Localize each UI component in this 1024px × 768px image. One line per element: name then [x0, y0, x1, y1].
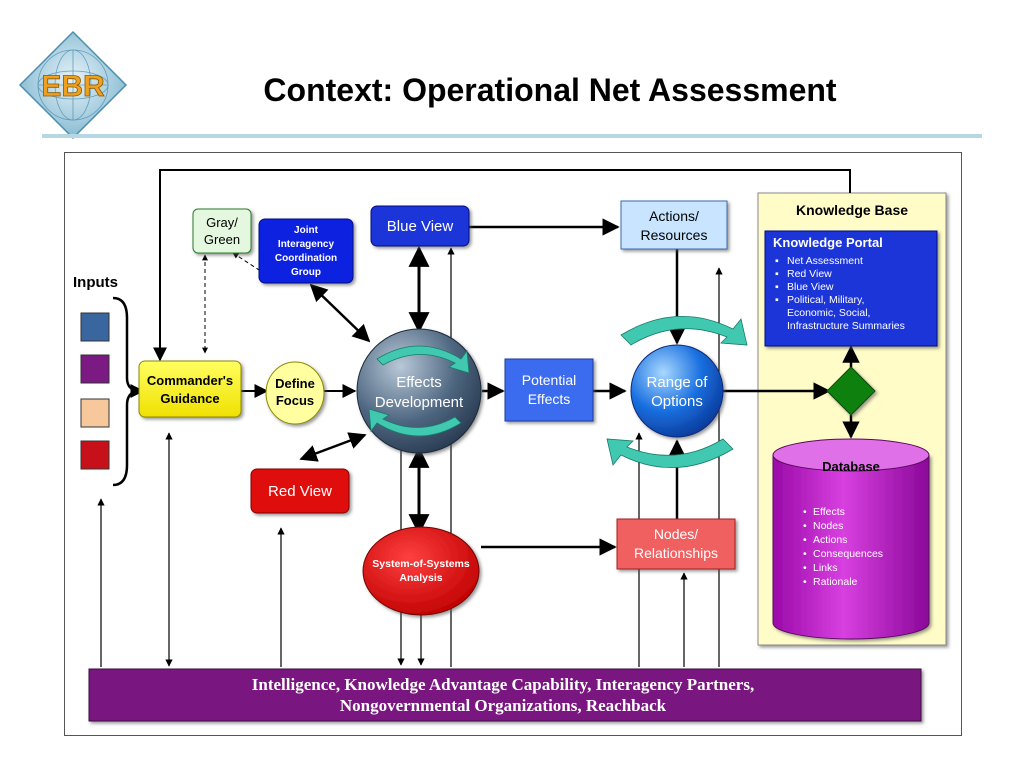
- input-swatch-blue: [80, 312, 110, 342]
- portal-item-4: Political, Military,: [787, 294, 864, 306]
- nodes-relationships-node: Nodes/ Relationships: [616, 518, 736, 570]
- define-focus-label-1: Define: [275, 376, 315, 391]
- integration-diamond: [826, 366, 876, 416]
- red-view-label: Red View: [268, 483, 332, 500]
- range-of-options-label-2: Options: [651, 393, 703, 410]
- title-divider: [42, 134, 982, 138]
- jicg-label-1: Joint: [294, 225, 319, 236]
- system-of-systems-node: System-of-Systems Analysis: [362, 526, 480, 616]
- input-swatch-peach: [80, 398, 110, 428]
- potential-effects-label-1: Potential: [522, 372, 576, 388]
- diagram-frame: Knowledge Base Intelligence, Knowledge A…: [64, 152, 962, 736]
- potential-effects-label-2: Effects: [528, 391, 571, 407]
- gray-green-node: Gray/ Green: [192, 208, 252, 254]
- commanders-guidance-node: Commander's Guidance: [138, 360, 242, 418]
- actions-resources-label-1: Actions/: [649, 208, 699, 224]
- effects-development-label-2: Development: [375, 394, 464, 411]
- define-focus-node: Define Focus: [265, 361, 325, 425]
- jicg-label-2: Interagency: [278, 239, 335, 250]
- jicg-node: Joint Interagency Coordination Group: [258, 218, 354, 284]
- effects-development-node: Effects Development: [356, 328, 482, 454]
- system-of-systems-label-2: Analysis: [399, 572, 442, 584]
- portal-bullet-1: ▪: [775, 255, 779, 267]
- portal-item-3: Blue View: [787, 281, 834, 293]
- portal-item-1: Net Assessment: [787, 255, 863, 267]
- db-item-2: Nodes: [813, 520, 843, 532]
- effects-cycle-arrow-bottom: [368, 408, 462, 437]
- db-bullet-1: •: [803, 506, 807, 518]
- logo-grid: [37, 49, 109, 121]
- bottom-intel-bar: Intelligence, Knowledge Advantage Capabi…: [88, 668, 922, 722]
- commanders-guidance-label-1: Commander's: [147, 373, 233, 388]
- effects-cycle-arrow-top: [376, 345, 470, 374]
- portal-bullet-3: ▪: [775, 281, 779, 293]
- inputs-brace: [112, 296, 138, 487]
- db-bullet-4: •: [803, 548, 807, 560]
- input-swatch-purple: [80, 354, 110, 384]
- knowledge-portal-title: Knowledge Portal: [773, 235, 883, 250]
- db-item-4: Consequences: [813, 548, 883, 560]
- nodes-relationships-label-1: Nodes/: [654, 526, 698, 542]
- input-swatch-red: [80, 440, 110, 470]
- db-bullet-3: •: [803, 534, 807, 546]
- db-item-1: Effects: [813, 506, 845, 518]
- db-bullet-6: •: [803, 576, 807, 588]
- operational-net-assessment-diagram: Knowledge Base Intelligence, Knowledge A…: [73, 169, 947, 722]
- db-item-5: Links: [813, 562, 838, 574]
- bottom-bar-line1: Intelligence, Knowledge Advantage Capabi…: [252, 675, 754, 694]
- portal-bullet-4: ▪: [775, 294, 779, 306]
- knowledge-base-title: Knowledge Base: [796, 202, 908, 218]
- effects-development-label-1: Effects: [396, 374, 442, 391]
- blue-view-node: Blue View: [370, 205, 470, 247]
- portal-bullet-2: ▪: [775, 268, 779, 280]
- database-cylinder: Database • Effects • Nodes • Actions • C…: [772, 438, 930, 640]
- portal-item-6: Infrastructure Summaries: [787, 320, 905, 332]
- db-item-6: Rationale: [813, 576, 858, 588]
- top-feedback-loop: [153, 169, 851, 362]
- range-cycle-arrow-bottom: [606, 438, 734, 468]
- inputs-group: Inputs: [73, 274, 145, 487]
- jicg-label-4: Group: [291, 267, 321, 278]
- knowledge-portal-list: ▪ Net Assessment ▪ Red View ▪ Blue View …: [775, 255, 905, 332]
- define-focus-label-2: Focus: [276, 393, 314, 408]
- gray-green-label-1: Gray/: [206, 215, 238, 230]
- system-of-systems-label-1: System-of-Systems: [372, 558, 470, 570]
- database-title: Database: [822, 459, 880, 474]
- ebr-logo: EBR: [18, 30, 128, 140]
- inputs-label: Inputs: [73, 274, 118, 291]
- database-list: • Effects • Nodes • Actions • Consequenc…: [803, 506, 883, 588]
- blue-view-label: Blue View: [387, 218, 454, 235]
- gray-green-label-2: Green: [204, 232, 240, 247]
- range-of-options-node: Range of Options: [606, 316, 748, 468]
- commanders-guidance-label-2: Guidance: [160, 391, 219, 406]
- actions-resources-label-2: Resources: [641, 227, 708, 243]
- db-bullet-2: •: [803, 520, 807, 532]
- portal-item-2: Red View: [787, 268, 832, 280]
- portal-item-5: Economic, Social,: [787, 307, 870, 319]
- nodes-relationships-label-2: Relationships: [634, 545, 718, 561]
- knowledge-portal-box: Knowledge Portal ▪ Net Assessment ▪ Red …: [764, 230, 938, 347]
- range-cycle-arrow-top: [620, 316, 748, 346]
- logo-text: EBR: [41, 70, 105, 103]
- slide-title: Context: Operational Net Assessment: [263, 72, 837, 108]
- connector-arrows: [97, 218, 860, 667]
- db-item-3: Actions: [813, 534, 847, 546]
- range-of-options-label-1: Range of: [647, 374, 709, 391]
- jicg-label-3: Coordination: [275, 253, 337, 264]
- actions-resources-node: Actions/ Resources: [620, 200, 728, 250]
- red-view-node: Red View: [250, 468, 350, 514]
- db-bullet-5: •: [803, 562, 807, 574]
- potential-effects-node: Potential Effects: [504, 358, 594, 422]
- bottom-bar-line2: Nongovernmental Organizations, Reachback: [340, 696, 667, 715]
